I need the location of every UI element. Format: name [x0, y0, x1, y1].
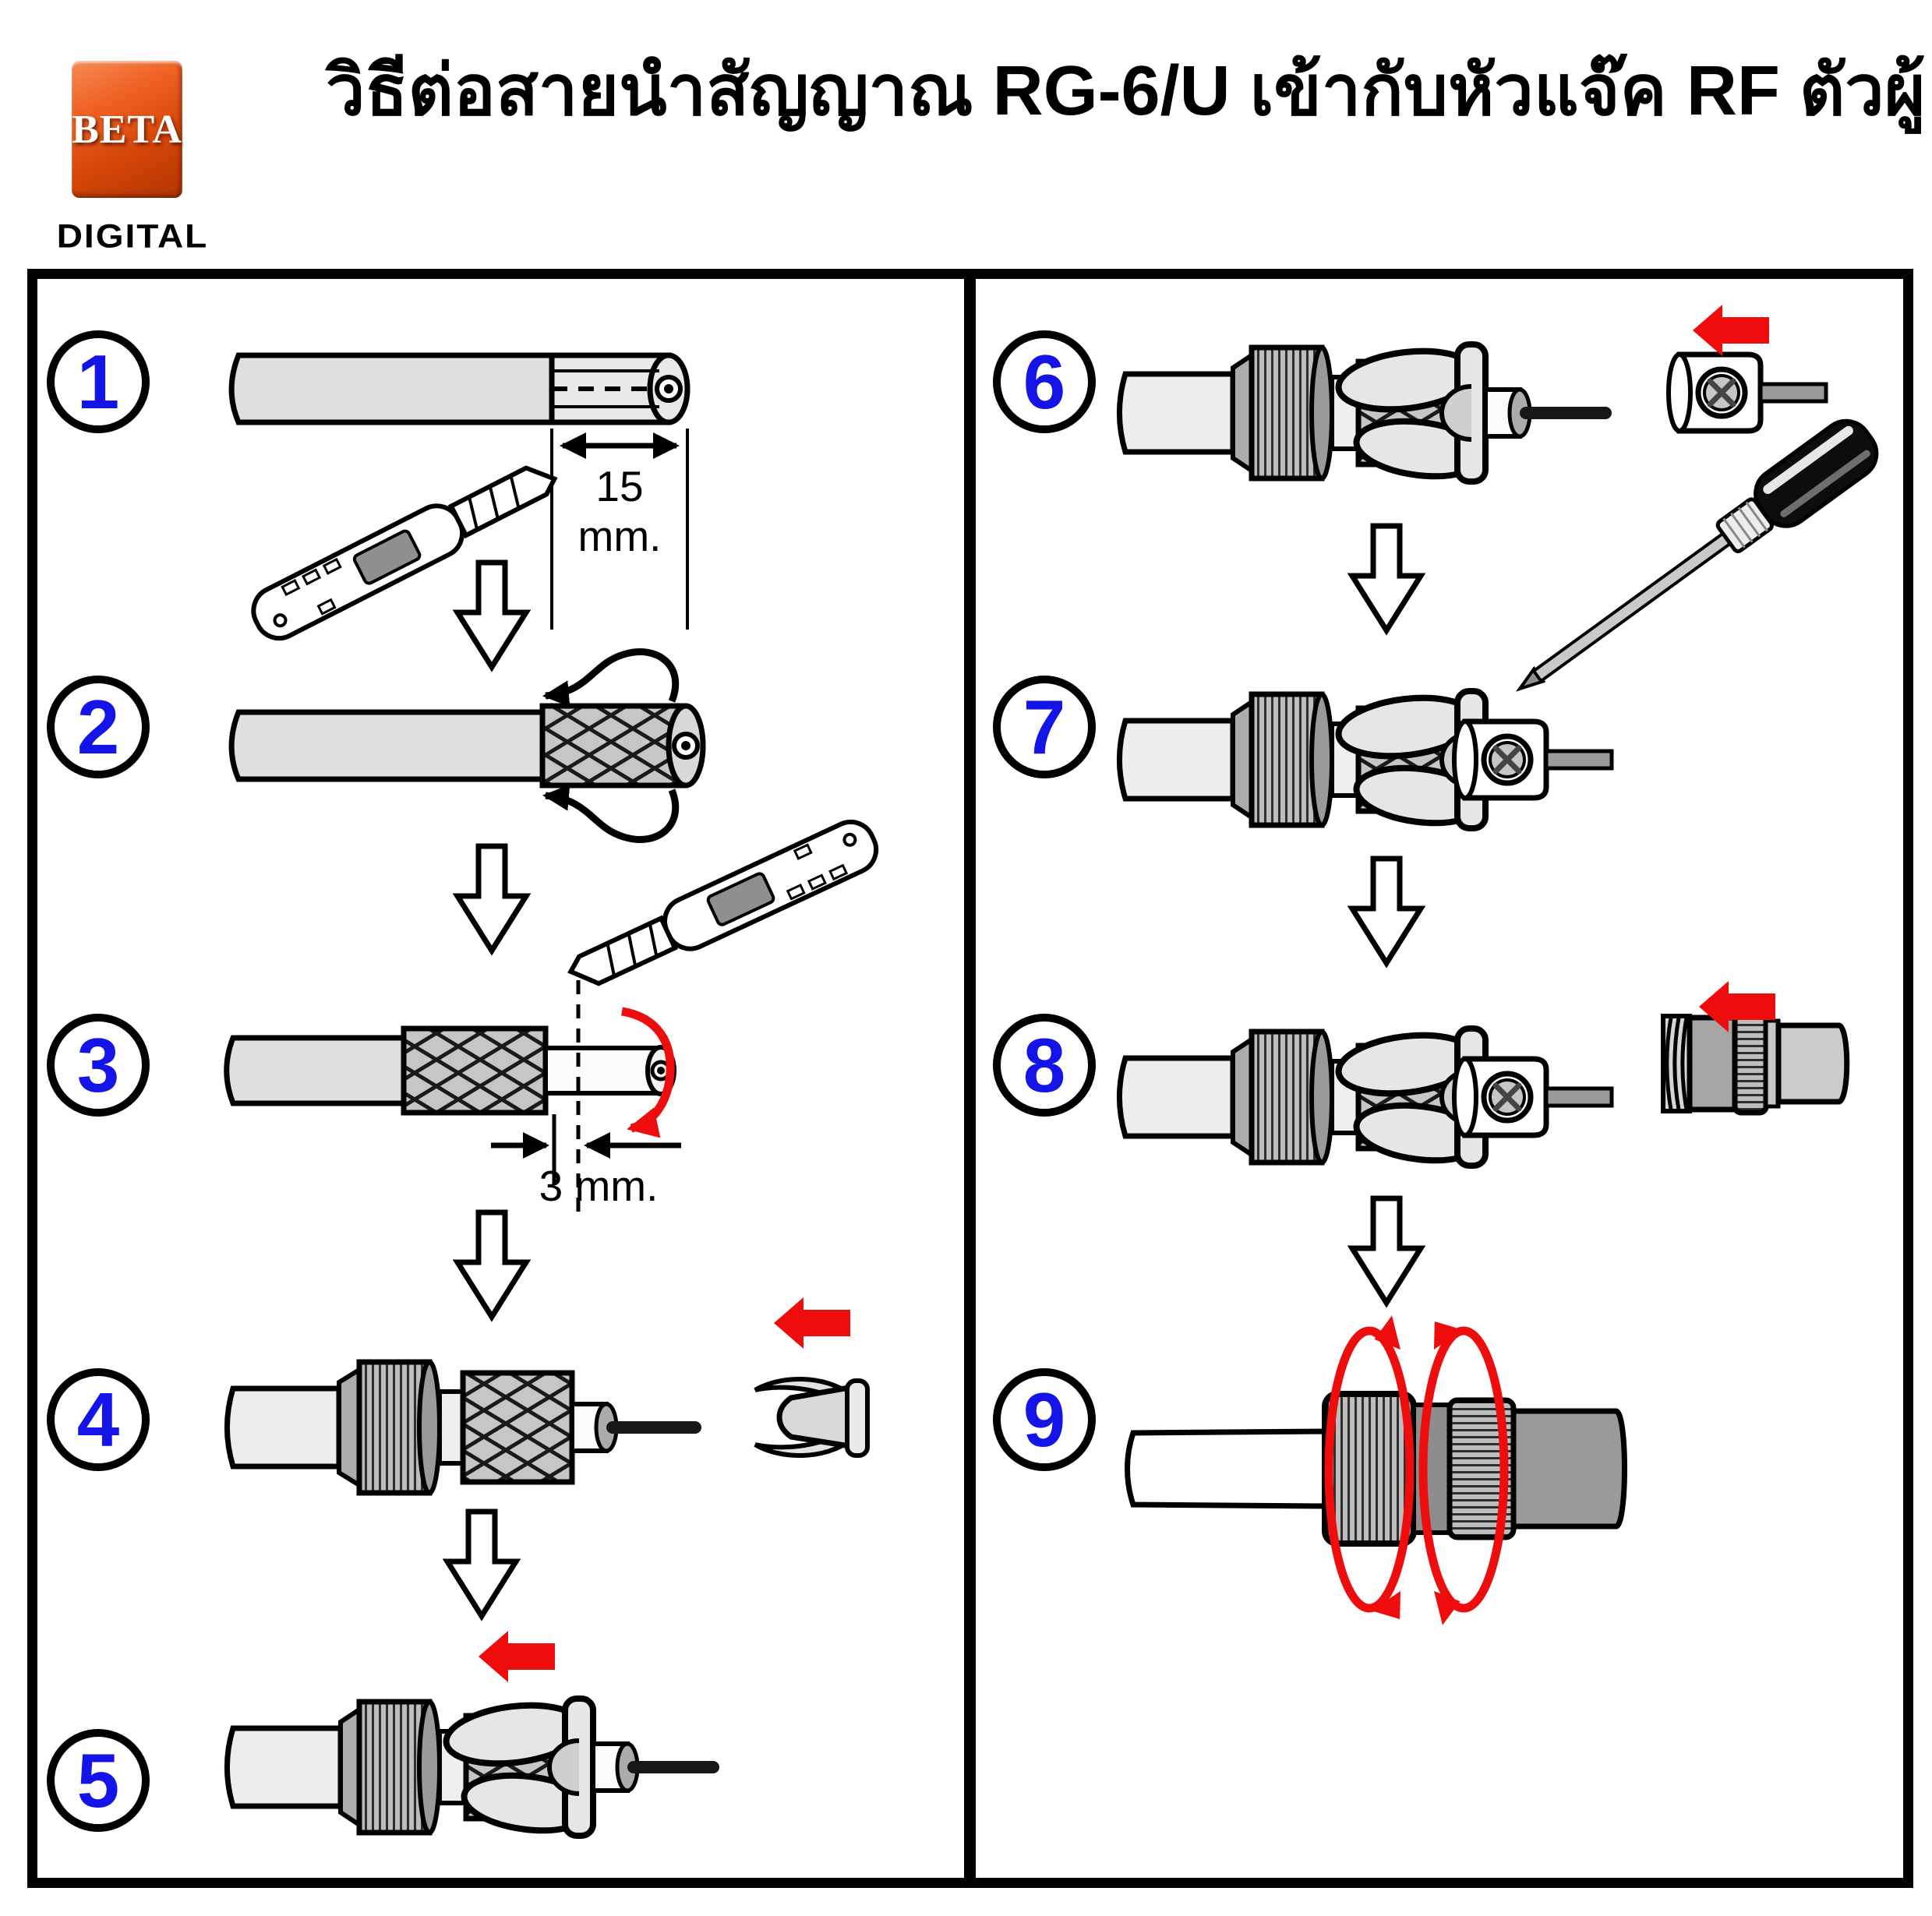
down-arrow-icon	[1352, 859, 1421, 963]
panel-frame	[27, 269, 1913, 1888]
step-8-badge: 8	[993, 1014, 1096, 1117]
dimension-3mm-label: 3 mm.	[539, 1162, 659, 1210]
red-left-arrow-icon	[479, 1631, 555, 1682]
step9-finished-connector	[1125, 1391, 1627, 1547]
step-5-badge: 5	[47, 1729, 150, 1832]
dimension-15mm-lines	[550, 429, 689, 630]
connector-shell-icon	[1663, 1014, 1847, 1113]
step-9-badge: 9	[993, 1368, 1096, 1471]
down-arrow-icon	[447, 1512, 516, 1616]
step8-connector-assembly	[1120, 1029, 1612, 1167]
fold-back-arrow-icon	[542, 648, 680, 843]
red-left-arrow-icon	[774, 1297, 850, 1349]
step-4-badge: 4	[47, 1368, 150, 1471]
red-left-arrow-icon	[1693, 305, 1769, 356]
step-2-badge: 2	[47, 676, 150, 778]
step-3-badge: 3	[47, 1014, 150, 1117]
beta-logo: BETA	[72, 61, 182, 198]
screwdriver-icon	[1503, 411, 1887, 713]
step2-cable-illustration	[228, 703, 706, 789]
step-7-badge: 7	[993, 676, 1096, 778]
claw-clamp-icon	[755, 1379, 867, 1456]
step5-connector-assembly	[228, 1699, 720, 1837]
center-pin-block-icon	[1669, 355, 1826, 431]
rotate-arrow-icon	[1324, 1314, 1509, 1627]
down-arrow-icon	[457, 1212, 526, 1317]
rotate-arrow-icon	[620, 1007, 675, 1138]
down-arrow-icon	[1352, 1198, 1421, 1303]
down-arrow-icon	[457, 563, 526, 667]
step3-cable-illustration	[224, 1025, 676, 1116]
cut-guide-lines	[491, 980, 681, 1217]
step-6-badge: 6	[993, 330, 1096, 433]
down-arrow-icon	[457, 846, 526, 951]
step6-connector-assembly	[1120, 344, 1612, 483]
step-1-badge: 1	[47, 330, 150, 433]
step7-connector-assembly	[1120, 691, 1612, 830]
utility-knife-icon	[563, 814, 884, 1000]
logo-subtitle-text: DIGITAL	[56, 217, 209, 255]
panel-divider	[964, 269, 976, 1888]
step1-cable-illustration	[228, 352, 691, 425]
dimension-15mm-label: 15 mm.	[577, 462, 662, 560]
step4-connector-assembly	[228, 1362, 702, 1493]
logo-brand-text: BETA	[72, 107, 182, 152]
down-arrow-icon	[1352, 526, 1421, 630]
page-title: วิธีต่อสายนำสัญญาณ RG-6/U เข้ากับหัวแจ๊ค…	[326, 52, 1926, 130]
